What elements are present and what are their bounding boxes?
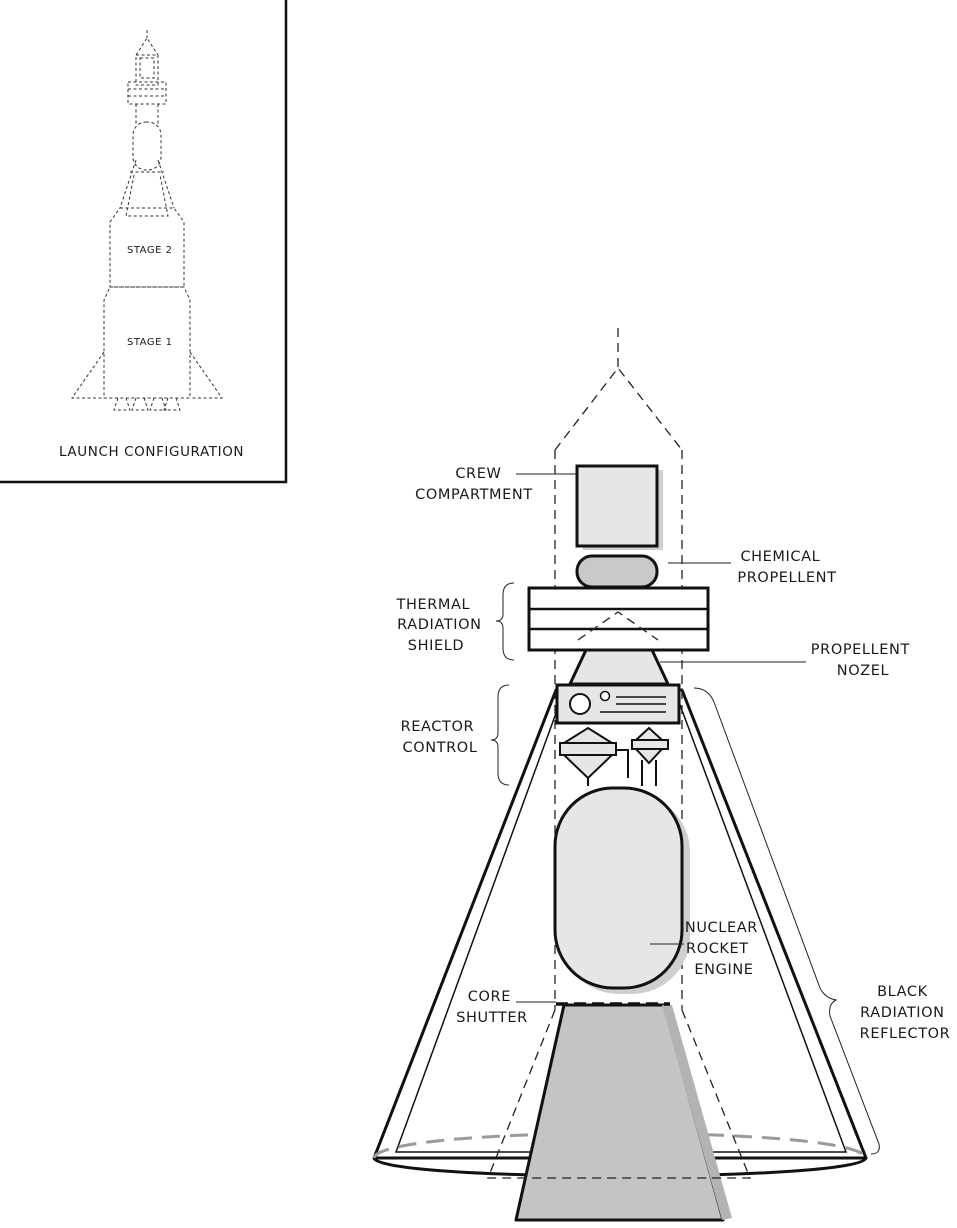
thermal-radiation-shield-label: THERMAL RADIATION SHIELD: [396, 597, 487, 654]
crew-compartment-label: CREW COMPARTMENT: [415, 466, 533, 503]
launch-configuration-caption: LAUNCH CONFIGURATION: [59, 444, 244, 460]
reactor-bracket: [490, 684, 510, 786]
chemical-propellent-tank: [575, 554, 659, 589]
launch-configuration-inset: STAGE 2 STAGE 1 LAUNCH CONFIGURATION: [0, 0, 288, 484]
callout-labels: CREW COMPARTMENT CHEMICAL PROPELLENT THE…: [396, 466, 951, 1042]
crew-compartment: [575, 464, 663, 550]
reflector-bracket: [693, 687, 880, 1155]
thermal-radiation-shield: [527, 586, 710, 652]
stage-1-label: STAGE 1: [127, 337, 172, 348]
exhaust-plume: [514, 1003, 732, 1222]
thermal-bracket: [495, 582, 515, 661]
propellent-nozzle-label: PROPELLENT NOZEL: [811, 642, 915, 679]
reactor-control-mechanism: [559, 726, 669, 786]
nuclear-rocket-engine: [553, 786, 690, 994]
launch-rocket-outline: [71, 30, 223, 411]
reactor-control-label: REACTOR CONTROL: [401, 719, 480, 756]
spacecraft-drawing: [372, 328, 868, 1222]
reactor-control-box: [555, 683, 681, 725]
inset-frame: [0, 0, 288, 484]
stage-2-label: STAGE 2: [127, 245, 172, 256]
black-radiation-reflector-label: BLACK RADIATION REFLECTOR: [860, 984, 951, 1042]
core-shutter-label: CORE SHUTTER: [456, 989, 528, 1026]
propellent-nozzle: [568, 648, 670, 686]
leader-lines: [490, 473, 880, 1155]
chemical-propellent-label: CHEMICAL PROPELLENT: [737, 549, 836, 586]
nuclear-rocket-engine-label: NUCLEAR ROCKET ENGINE: [685, 920, 763, 978]
